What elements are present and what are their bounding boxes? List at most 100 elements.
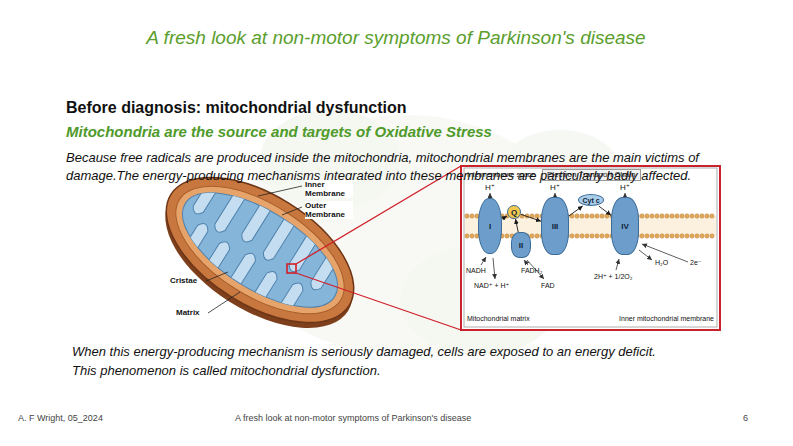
region-label: Inner mitochondrial membrane: [596, 314, 714, 323]
ion-label: H⁺: [620, 183, 630, 192]
lipid-head: [650, 234, 654, 238]
lipid-head: [695, 214, 699, 218]
lipid-head: [465, 214, 469, 218]
ion-label: H⁺: [485, 183, 495, 192]
lipid-head: [675, 214, 679, 218]
lipid-head: [655, 214, 659, 218]
lipid-head: [535, 234, 539, 238]
lipid-head: [675, 234, 679, 238]
ion-label: H⁺: [550, 183, 560, 192]
conclusion-text: This phenomenon is called mitochondrial …: [72, 362, 381, 380]
part-label: Inner Membrane: [305, 180, 353, 198]
part-label: Cristae: [170, 276, 197, 285]
leader-lines: [206, 186, 302, 313]
lipid-head: [690, 234, 694, 238]
complex-label: Cyt c: [582, 197, 599, 204]
lipid-head: [575, 214, 579, 218]
electron-flow-arrow: [569, 206, 583, 216]
region-label: Intermembrane space: [467, 170, 535, 179]
lipid-head: [585, 214, 589, 218]
lipid-head: [470, 214, 474, 218]
page-number: 6: [743, 413, 748, 423]
lipid-head: [470, 234, 474, 238]
lipid-head: [645, 214, 649, 218]
lipid-head: [505, 234, 509, 238]
lipid-head: [570, 234, 574, 238]
lipid-head: [680, 214, 684, 218]
lipid-head: [695, 234, 699, 238]
complex-label: III: [552, 222, 559, 231]
lipid-head: [595, 234, 599, 238]
complex-label: I: [489, 222, 491, 231]
lipid-head: [595, 214, 599, 218]
lipid-head: [700, 234, 704, 238]
complex-label: Q: [511, 208, 517, 217]
electron-label: 2e⁻: [690, 258, 701, 267]
lipid-head: [465, 234, 469, 238]
lipid-head: [665, 234, 669, 238]
lipid-head: [670, 234, 674, 238]
zoom-square: [287, 264, 296, 273]
protein-complex: II: [511, 232, 531, 258]
lipid-head: [655, 234, 659, 238]
lipid-head: [640, 234, 644, 238]
slide-title: A fresh look at non-motor symptoms of Pa…: [146, 27, 645, 49]
lipid-head: [705, 214, 709, 218]
lipid-head: [700, 214, 704, 218]
lipid-head: [705, 234, 709, 238]
flow-arrows: [481, 193, 688, 279]
electron-flow-arrow: [516, 219, 519, 232]
lipid-head: [665, 214, 669, 218]
molecule-label: 2H⁺ + 1/2O₂: [594, 272, 633, 281]
region-label: Mitochondrial matrix: [467, 314, 530, 323]
etc-panel-ground: [461, 166, 720, 330]
lipid-head: [530, 234, 534, 238]
lipid-head: [600, 214, 604, 218]
protein-complex: IV: [611, 197, 639, 255]
lipid-head: [640, 214, 644, 218]
conclusion-text: When this energy-producing mechanism is …: [72, 343, 656, 361]
protein-complex: III: [541, 197, 569, 255]
part-label: Matrix: [176, 308, 200, 317]
lipid-head: [660, 234, 664, 238]
section-heading: Before diagnosis: mitochondrial dysfunct…: [66, 99, 406, 117]
lipid-head: [590, 214, 594, 218]
electron-flow-arrow: [599, 206, 611, 215]
lipid-head: [590, 234, 594, 238]
electron-flow-arrow: [502, 216, 507, 219]
lipid-head: [645, 234, 649, 238]
lipid-head: [600, 234, 604, 238]
protein-complex: I: [478, 198, 502, 254]
complex-label: II: [519, 241, 523, 250]
lipid-head: [680, 234, 684, 238]
lipid-head: [685, 234, 689, 238]
molecule-label: NADH: [466, 266, 486, 275]
lipid-bilayer: [465, 214, 716, 238]
etc-image-frame: [464, 168, 717, 327]
etc-panel: Electron Transport ChainIQIIIIICyt cIV: [460, 165, 721, 331]
lipid-head: [605, 234, 609, 238]
lipid-head: [660, 214, 664, 218]
lipid-head: [580, 234, 584, 238]
molecule-label: H₂O: [655, 258, 668, 267]
lipid-head: [580, 214, 584, 218]
part-label: Outer Membrane: [305, 201, 353, 219]
body-text: Because free radicals are produced insid…: [66, 149, 742, 185]
footer-author: A. F Wright, 05_2024: [18, 413, 103, 423]
electron-carrier: Cyt c: [578, 194, 604, 206]
electron-carrier: Q: [507, 205, 521, 219]
lipid-head: [710, 214, 714, 218]
lipid-head: [575, 234, 579, 238]
molecule-label: NAD⁺ + H⁺: [474, 281, 509, 290]
lipid-head: [585, 234, 589, 238]
lipid-head: [685, 214, 689, 218]
lipid-head: [535, 214, 539, 218]
complex-label: IV: [621, 222, 629, 231]
molecule-label: FAD: [541, 281, 555, 290]
zoom-line: [296, 273, 461, 330]
lipid-head: [605, 214, 609, 218]
molecule-label: FADH₂: [521, 266, 542, 275]
